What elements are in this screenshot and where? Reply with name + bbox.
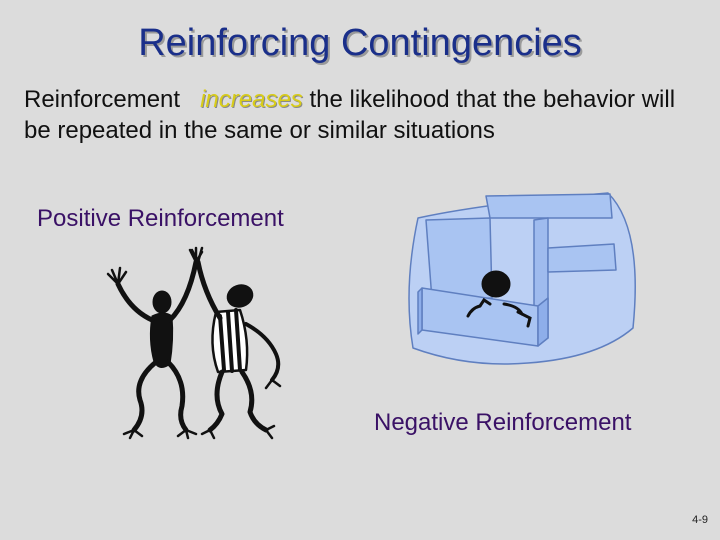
definition-term: Reinforcement: [24, 86, 181, 113]
negative-reinforcement-label: Negative Reinforcement: [374, 409, 632, 436]
black-dancer-figure: [106, 246, 204, 440]
maze-walls: [408, 192, 636, 365]
maze-image: [408, 192, 636, 365]
page-number: 4-9: [692, 514, 708, 526]
definition-text: Reinforcement increases the likelihood t…: [24, 84, 694, 146]
definition-emphasis: increases: [200, 86, 303, 113]
slide-title: Reinforcing Contingencies: [138, 22, 582, 64]
dancing-figures-image: [106, 246, 282, 440]
striped-dancer-figure: [190, 246, 282, 440]
trapped-figure: [466, 270, 532, 328]
positive-reinforcement-label: Positive Reinforcement: [37, 205, 284, 232]
definition-rest: the likelihood that the behavior will be…: [24, 86, 676, 144]
